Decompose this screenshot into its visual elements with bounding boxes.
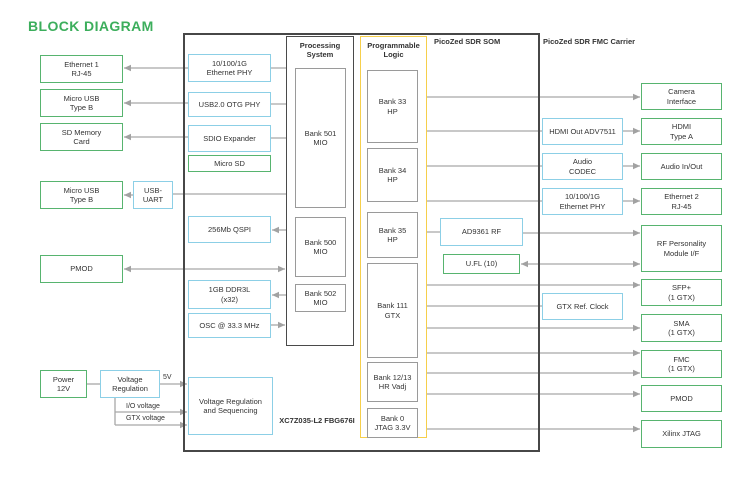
osc-33mhz: OSC @ 33.3 MHz — [188, 313, 271, 338]
camera-interface: Camera Interface — [641, 83, 722, 110]
sd-memory-card: SD Memory Card — [40, 123, 123, 151]
wire-label-5v: 5V — [163, 374, 172, 381]
qspi-256mb: 256Mb QSPI — [188, 216, 271, 243]
ddr3l-1gb: 1GB DDR3L (x32) — [188, 280, 271, 309]
fmc-1gtx: FMC (1 GTX) — [641, 350, 722, 378]
ad9361-rf: AD9361 RF — [440, 218, 523, 246]
ethernet-phy-fmc: 10/100/1G Ethernet PHY — [542, 188, 623, 215]
wire-label-gtx-voltage: GTX voltage — [126, 415, 165, 422]
bank-111-gtx: Bank 111 GTX — [367, 263, 418, 358]
bank-12-13-hr-vadj: Bank 12/13 HR Vadj — [367, 362, 418, 402]
bank-35-hp: Bank 35 HP — [367, 212, 418, 258]
audio-codec: Audio CODEC — [542, 153, 623, 180]
bank-34-hp: Bank 34 HP — [367, 148, 418, 202]
som-label: PicoZed SDR SOM — [434, 37, 501, 46]
ethernet-phy-som: 10/100/1G Ethernet PHY — [188, 54, 271, 82]
voltage-regulation: Voltage Regulation — [100, 370, 160, 398]
programmable-logic-header: Programmable Logic — [367, 41, 420, 60]
rf-personality-module: RF Personality Module I/F — [641, 225, 722, 272]
bank-501-mio: Bank 501 MIO — [295, 68, 346, 208]
bank-500-mio: Bank 500 MIO — [295, 217, 346, 277]
processing-system-header: Processing System — [299, 41, 341, 60]
sfp-1gtx: SFP+ (1 GTX) — [641, 279, 722, 306]
voltage-reg-sequencing: Voltage Regulation and Sequencing — [188, 377, 273, 435]
ethernet2-rj45: Ethernet 2 RJ-45 — [641, 188, 722, 215]
sma-1gtx: SMA (1 GTX) — [641, 314, 722, 342]
micro-usb-type-b-uart: Micro USB Type B — [40, 181, 123, 209]
pmod-left: PMOD — [40, 255, 123, 283]
gtx-ref-clock: GTX Ref. Clock — [542, 293, 623, 320]
hdmi-type-a: HDMI Type A — [641, 118, 722, 145]
bank-0-jtag: Bank 0 JTAG 3.3V — [367, 408, 418, 438]
xilinx-jtag: Xilinx JTAG — [641, 420, 722, 448]
wire-label-io-voltage: I/O voltage — [126, 403, 160, 410]
power-12v: Power 12V — [40, 370, 87, 398]
ethernet1-rj45: Ethernet 1 RJ-45 — [40, 55, 123, 83]
ufl-10: U.FL (10) — [443, 254, 520, 274]
micro-sd: Micro SD — [188, 155, 271, 172]
bank-33-hp: Bank 33 HP — [367, 70, 418, 143]
hdmi-out-adv7511: HDMI Out ADV7511 — [542, 118, 623, 145]
pmod-right: PMOD — [641, 385, 722, 412]
bank-502-mio: Bank 502 MIO — [295, 284, 346, 312]
usb2-otg-phy: USB2.0 OTG PHY — [188, 92, 271, 117]
sdio-expander: SDIO Expander — [188, 125, 271, 152]
fmc-carrier-label: PicoZed SDR FMC Carrier — [543, 37, 636, 46]
picozed-sdr-som-group — [183, 33, 540, 452]
usb-uart: USB- UART — [133, 181, 173, 209]
micro-usb-type-b-top: Micro USB Type B — [40, 89, 123, 117]
audio-in-out: Audio In/Out — [641, 153, 722, 180]
chip-part-number-label: XC7Z035-L2 FBG676I — [279, 416, 355, 425]
page-title: BLOCK DIAGRAM — [28, 18, 154, 34]
